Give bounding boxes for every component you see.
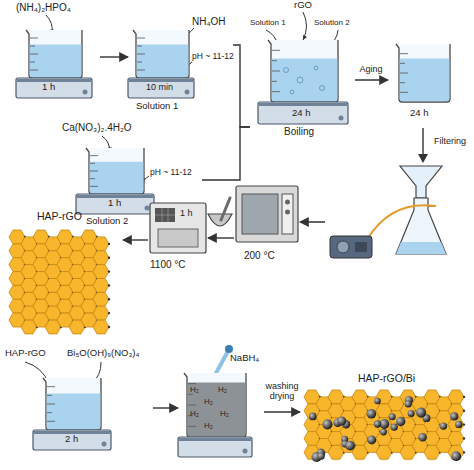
step-label: pH ~ 11-12 bbox=[192, 52, 234, 62]
apparatus-art bbox=[5, 348, 153, 460]
apparatus-node: 200 °C bbox=[234, 180, 300, 280]
step-label: Boiling bbox=[284, 126, 314, 138]
step-label: H₂ bbox=[220, 409, 229, 418]
step-label: Solution 1 bbox=[250, 18, 286, 27]
pump-motor bbox=[355, 242, 367, 252]
edge-label: Filtering bbox=[428, 136, 472, 146]
apparatus-node: Solution 1 rGOSolution 2 24 h Boiling bbox=[250, 0, 355, 140]
apparatus-art bbox=[5, 210, 123, 340]
flow-arrow bbox=[264, 411, 300, 412]
apparatus-art bbox=[300, 372, 470, 467]
flow-arrow bbox=[208, 237, 234, 238]
pestle-symbol bbox=[221, 198, 230, 220]
step-label: 2 h bbox=[65, 434, 78, 445]
flow-arrow bbox=[202, 127, 250, 180]
edge-label: washing drying bbox=[262, 381, 302, 402]
flow-arrow bbox=[233, 45, 250, 127]
step-label: 1 h bbox=[108, 198, 121, 209]
step-label: rGO bbox=[294, 0, 312, 11]
step-label: (NH₄)₂HPO₄ bbox=[16, 2, 71, 14]
apparatus-node: NH₄OH pH ~ 11-12 10 minSolution 1 bbox=[128, 12, 233, 117]
step-label: 24 h bbox=[410, 108, 429, 119]
flask-symbol bbox=[396, 198, 446, 254]
apparatus-node: (NH₄)₂HPO₄ 1 h bbox=[8, 2, 100, 102]
step-label: 24 h bbox=[292, 108, 311, 119]
vacuum-pump bbox=[330, 236, 372, 258]
flow-arrow bbox=[153, 407, 178, 408]
funnel-symbol bbox=[400, 166, 442, 198]
apparatus-node: HAP-rGO/Bi bbox=[300, 372, 470, 467]
edge-label: Aging bbox=[356, 64, 386, 74]
apparatus-node: HAP-rGO Bi₅O(OH)₉(NO₃)₄ 2 h bbox=[5, 348, 153, 460]
pump-wheel bbox=[337, 241, 349, 253]
arrow-head bbox=[418, 154, 428, 163]
step-label: H₂ bbox=[190, 385, 199, 394]
step-label: pH ~ 11-12 bbox=[150, 168, 192, 178]
step-label: Bi₅O(OH)₉(NO₃)₄ bbox=[67, 348, 139, 359]
step-label: Ca(NO₃)₂.4H₂O bbox=[62, 122, 132, 134]
step-label: HAP-rGO bbox=[5, 348, 46, 359]
step-label: 1 h bbox=[180, 208, 193, 218]
step-label: HAP-rGO/Bi bbox=[358, 372, 415, 384]
step-label: Solution 2 bbox=[86, 216, 128, 227]
step-label: HAP-rGO bbox=[37, 210, 82, 222]
vacuum-tube bbox=[368, 205, 436, 238]
step-label: NaBH₄ bbox=[230, 353, 259, 364]
step-label: NH₄OH bbox=[192, 16, 226, 28]
flow-arrow bbox=[300, 128, 423, 222]
step-label: 1100 °C bbox=[150, 259, 186, 271]
step-label: Solution 2 bbox=[314, 18, 350, 27]
flow-arrow bbox=[123, 239, 148, 240]
step-label: H₂ bbox=[218, 385, 227, 394]
step-label: H₂ bbox=[204, 397, 213, 406]
step-label: H₂ bbox=[204, 421, 213, 430]
step-label: 1 h bbox=[42, 82, 55, 93]
flow-arrow bbox=[100, 56, 128, 57]
apparatus-art bbox=[234, 180, 300, 280]
apparatus-node: HAP-rGO bbox=[5, 210, 123, 340]
step-label: H₂ bbox=[190, 409, 199, 418]
apparatus-node: 1 h 1100 °C bbox=[148, 195, 208, 280]
step-label: 10 min bbox=[146, 82, 173, 92]
step-label: Solution 1 bbox=[136, 101, 178, 112]
flask-liquid bbox=[396, 242, 446, 254]
step-label: 200 °C bbox=[244, 250, 275, 262]
apparatus-node: NaBH₄ H₂ H₂ H₂ H₂ H₂ H₂ bbox=[178, 345, 264, 460]
flow-arrow bbox=[355, 79, 388, 80]
apparatus-node: 24 h bbox=[388, 38, 458, 128]
